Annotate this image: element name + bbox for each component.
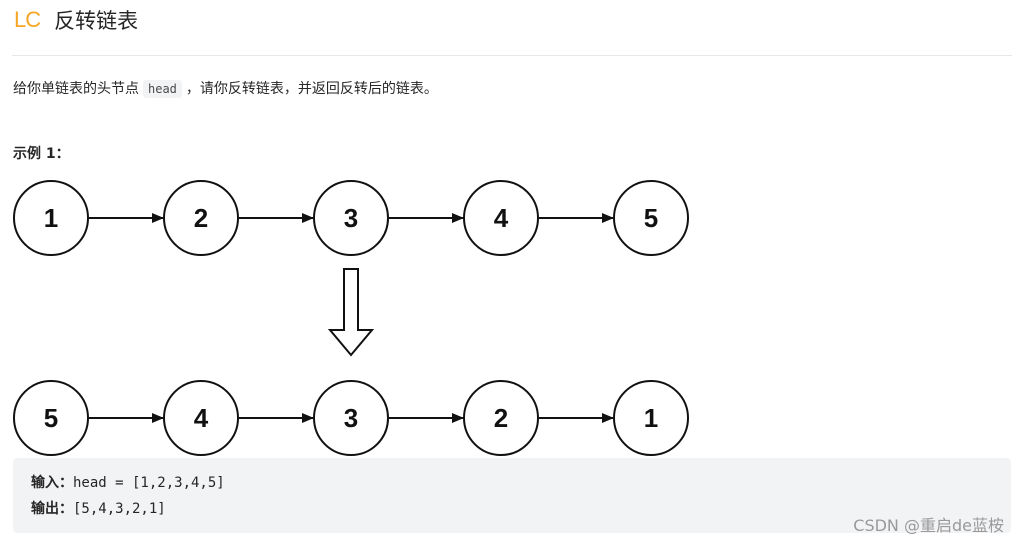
- csdn-watermark: CSDN @重启de蓝桉: [853, 516, 1004, 535]
- node-value: 3: [344, 203, 358, 233]
- output-line: 输出：[5,4,3,2,1]: [31, 498, 166, 518]
- list-node: 5: [613, 180, 689, 256]
- inline-code-head: head: [143, 80, 182, 98]
- node-value: 2: [194, 203, 208, 233]
- title-row: LC 反转链表: [14, 4, 138, 36]
- linked-list-diagram: 1 2 3 4 5: [13, 180, 689, 456]
- node-value: 2: [494, 403, 508, 433]
- list-node: 3: [313, 380, 389, 456]
- list-node: 4: [463, 180, 539, 256]
- list-node: 2: [163, 180, 239, 256]
- node-value: 1: [44, 203, 58, 233]
- title-divider: [12, 55, 1012, 56]
- node-value: 5: [44, 403, 58, 433]
- list-node: 5: [13, 380, 89, 456]
- list-node: 2: [463, 380, 539, 456]
- input-value: head = [1,2,3,4,5]: [73, 475, 225, 491]
- example-label: 示例 1：: [13, 146, 70, 162]
- list-node: 1: [13, 180, 89, 256]
- node-value: 3: [344, 403, 358, 433]
- list-node: 1: [613, 380, 689, 456]
- input-label: 输入：: [31, 475, 73, 491]
- list-node: 4: [163, 380, 239, 456]
- output-list: 5 4 3 2 1: [13, 380, 689, 456]
- leetcode-logo-icon: LC: [14, 7, 41, 32]
- node-value: 4: [494, 203, 509, 233]
- node-value: 4: [194, 403, 209, 433]
- problem-title: 反转链表: [54, 9, 139, 33]
- description-text-before: 给你单链表的头节点: [13, 81, 139, 97]
- down-arrow-icon: [327, 268, 375, 357]
- output-label: 输出：: [31, 501, 73, 517]
- input-list: 1 2 3 4 5: [13, 180, 689, 256]
- node-value: 5: [644, 203, 658, 233]
- input-line: 输入：head = [1,2,3,4,5]: [31, 472, 225, 492]
- output-value: [5,4,3,2,1]: [73, 501, 166, 517]
- list-node: 3: [313, 180, 389, 256]
- example-code-block: 输入：head = [1,2,3,4,5] 输出：[5,4,3,2,1]: [13, 458, 1011, 533]
- node-value: 1: [644, 403, 658, 433]
- description-text-after: ，请你反转链表，并返回反转后的链表。: [185, 81, 438, 97]
